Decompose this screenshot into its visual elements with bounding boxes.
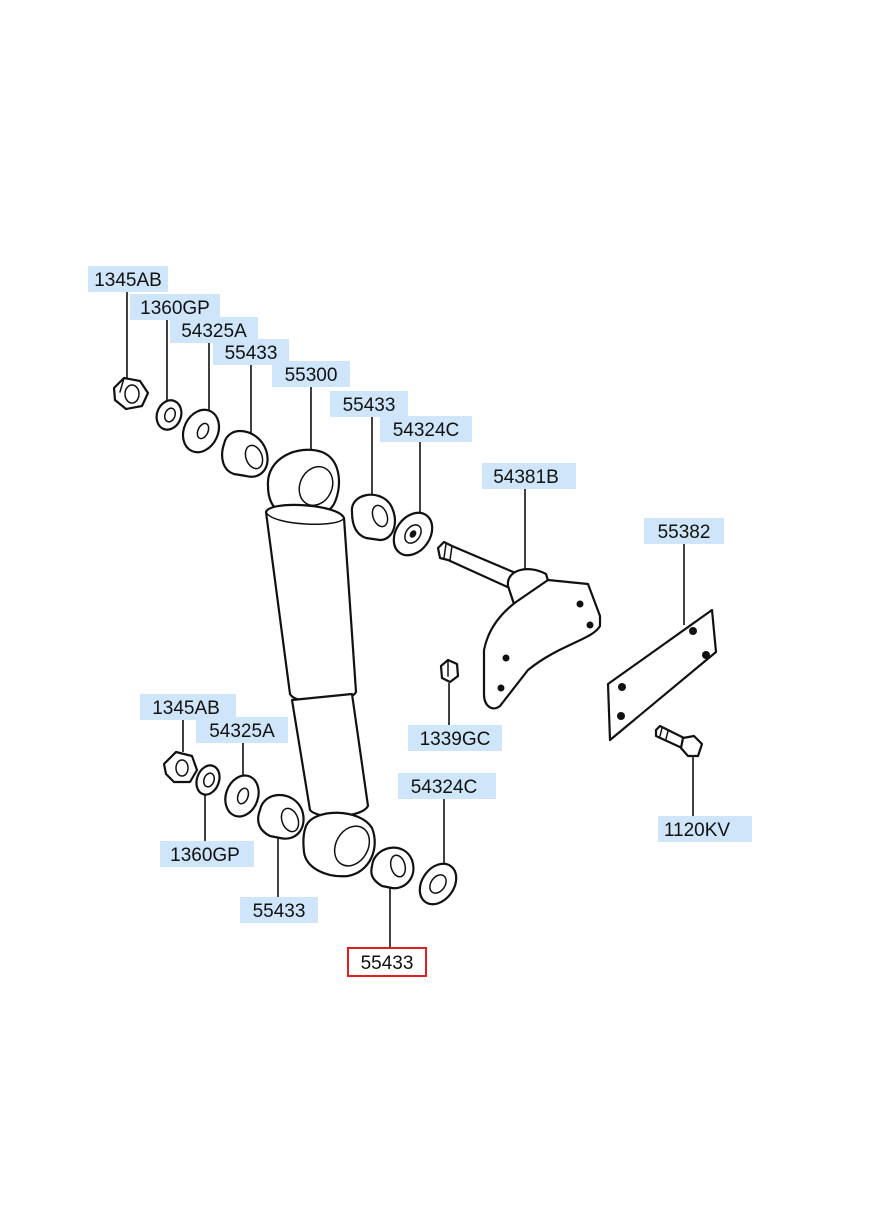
- callout-top-outer-bushing[interactable]: 55433: [213, 339, 289, 365]
- svg-text:54324C: 54324C: [411, 777, 478, 798]
- callout-mid-nut[interactable]: 1339GC: [408, 725, 502, 751]
- svg-text:1345AB: 1345AB: [152, 698, 220, 719]
- shock-absorber-part: [264, 448, 376, 878]
- bottom-retainer-part: [418, 862, 458, 906]
- bottom-washer-part: [224, 774, 260, 818]
- svg-text:55433: 55433: [253, 901, 306, 922]
- top-nut-part: [112, 376, 150, 411]
- callout-bolt[interactable]: 1120KV: [658, 816, 752, 842]
- svg-text:55300: 55300: [285, 365, 338, 386]
- svg-text:1339GC: 1339GC: [420, 729, 491, 750]
- callout-bottom-inner-bushing-selected[interactable]: 55433: [347, 947, 427, 977]
- leader-lines: [126, 292, 694, 948]
- callout-bottom-small-washer[interactable]: 1360GP: [160, 841, 254, 867]
- callout-shock-absorber[interactable]: 55300: [272, 361, 350, 387]
- callout-top-nut[interactable]: 1345AB: [88, 266, 168, 292]
- callout-top-small-washer[interactable]: 1360GP: [130, 294, 220, 320]
- callout-top-inner-bushing[interactable]: 55433: [330, 391, 408, 417]
- svg-text:55433: 55433: [343, 395, 396, 416]
- svg-text:54324C: 54324C: [393, 420, 460, 441]
- svg-text:1360GP: 1360GP: [140, 298, 210, 319]
- top-outer-bushing-part: [221, 429, 269, 478]
- svg-text:1345AB: 1345AB: [94, 270, 162, 291]
- svg-text:55382: 55382: [658, 522, 711, 543]
- bottom-outer-bushing-part: [257, 794, 305, 840]
- top-washer-part: [181, 408, 221, 454]
- callout-plate[interactable]: 55382: [644, 518, 724, 544]
- callout-bottom-nut[interactable]: 1345AB: [140, 694, 236, 720]
- plate-part: [606, 608, 718, 742]
- bottom-small-washer-part: [195, 764, 221, 796]
- mid-nut-part: [439, 658, 460, 684]
- svg-text:1120KV: 1120KV: [664, 820, 731, 841]
- callout-bottom-outer-bushing[interactable]: 55433: [240, 897, 318, 923]
- bolt-part: [654, 724, 704, 758]
- svg-text:54381B: 54381B: [493, 467, 559, 488]
- top-inner-bushing-part: [350, 493, 397, 542]
- bottom-inner-bushing-part: [370, 846, 415, 890]
- svg-text:54325A: 54325A: [181, 321, 247, 342]
- callout-bottom-washer[interactable]: 54325A: [196, 717, 288, 743]
- callout-bottom-retainer[interactable]: 54324C: [398, 773, 496, 799]
- svg-text:55433: 55433: [361, 953, 414, 974]
- callout-top-washer[interactable]: 54325A: [170, 317, 258, 343]
- top-retainer-part: [392, 511, 434, 557]
- callout-bracket-pin[interactable]: 54381B: [482, 463, 576, 489]
- top-small-washer-part: [155, 399, 183, 431]
- svg-text:55433: 55433: [225, 343, 278, 364]
- bracket-pin-part: [436, 540, 602, 710]
- svg-text:1360GP: 1360GP: [170, 845, 240, 866]
- bottom-nut-part: [162, 750, 199, 784]
- callout-top-retainer[interactable]: 54324C: [380, 416, 472, 442]
- svg-text:54325A: 54325A: [209, 721, 275, 742]
